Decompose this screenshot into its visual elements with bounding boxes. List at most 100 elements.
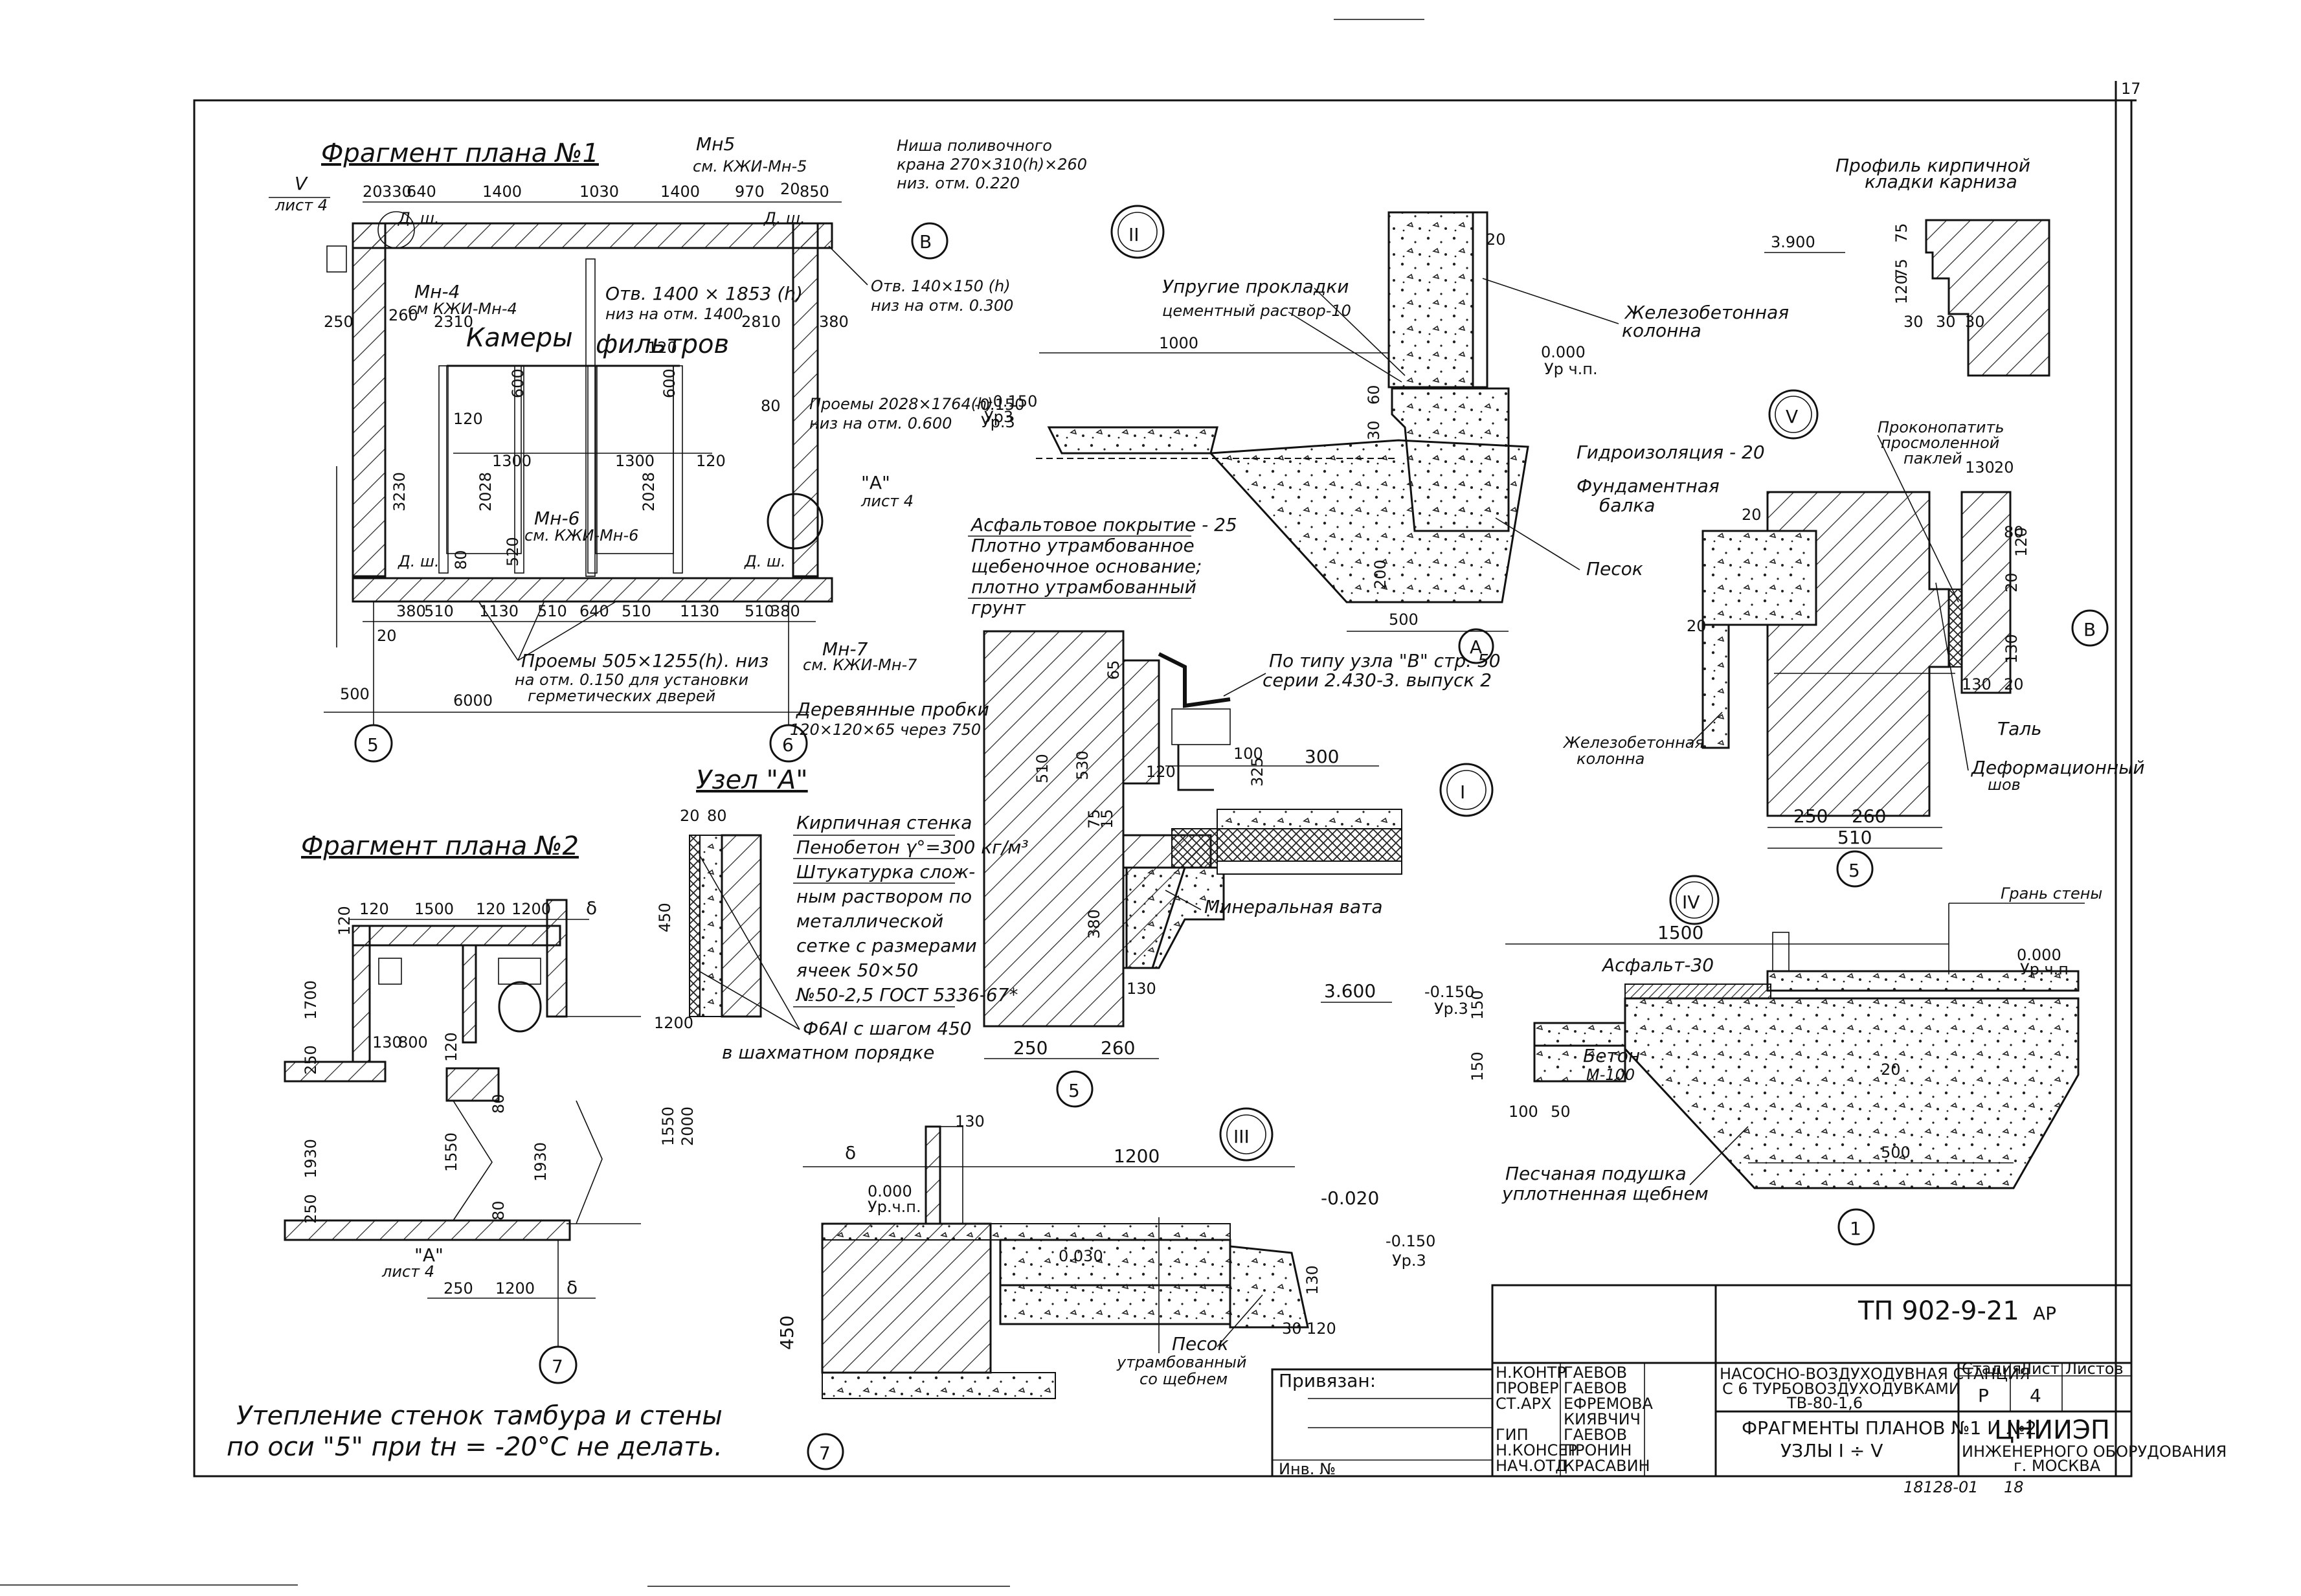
node-4-dim-1500: 1500 [1657, 922, 1703, 943]
plan2-side-8: 1550 [442, 1132, 460, 1172]
stamp-role-3: ГИП [1496, 1426, 1529, 1444]
node-5-col-1: Железобетонная [1562, 734, 1704, 752]
node-5-dim-11: 260 [1852, 805, 1886, 827]
node-5-dim-8: 130 [1962, 675, 1992, 693]
cornice-dim-2: 120 [1892, 275, 1911, 304]
plan2-bot-0: 250 [443, 1279, 473, 1298]
plan1-dim-bot-0: 380 [396, 602, 426, 620]
plan1-dim-mid-0: 120 [453, 410, 483, 428]
cornice-title-2: кладки карниза [1865, 171, 2017, 192]
openings3-line2: низ на отм. 0.600 [809, 414, 952, 433]
node-5-axis-5: 5 [1848, 860, 1860, 881]
plan1-side-11: 80 [761, 397, 781, 415]
mn7-label: Мн-7 [822, 638, 868, 660]
opening1-line1: Отв. 140×150 (h) [871, 277, 1011, 295]
plan2-side-0: 120 [335, 906, 354, 936]
stamp-name-2: ЕФРЕМОВА [1564, 1395, 1654, 1413]
plan2-top-2: 120 [476, 900, 506, 918]
node-2-mark-0000: 0.000 [1541, 343, 1586, 361]
plan1-side-1: 260 [388, 306, 418, 324]
node-4-axis: 1 [1850, 1218, 1861, 1239]
node-4-dim-1: 150 [1468, 1051, 1487, 1081]
node-a-dim-2: 450 [656, 903, 674, 932]
plan2-side-12: 1550 [659, 1107, 677, 1146]
plan2-side-6: 800 [398, 1033, 428, 1051]
plan1-side-10: 600 [660, 368, 679, 398]
node-3-low-2: 130 [1303, 1265, 1321, 1295]
plan1-side-6: 2028 [477, 472, 495, 511]
node-2-column-2: колонна [1622, 320, 1701, 341]
opening1-line2: низ на отм. 0.300 [871, 297, 1013, 315]
node-1-dim-2: 530 [1073, 750, 1092, 780]
plan1-dim-bot-7: 510 [745, 602, 774, 620]
node-2-dim-4: 500 [1389, 611, 1419, 629]
plan2-bot-1: 1200 [495, 1279, 535, 1298]
node-a-layers: Кирпичная стенка Пенобетон γ°=300 кг/м³ … [793, 812, 1029, 1007]
node-2-dim-3: 200 [1371, 559, 1389, 589]
node-5-roman: V [1786, 406, 1798, 427]
node-2-layer-4: грунт [971, 597, 1026, 618]
mn5-ref: см. КЖИ-Мн-5 [693, 157, 807, 175]
node-2-dim-1000: 1000 [1159, 334, 1198, 352]
stamp-suffix: АР [2033, 1303, 2056, 1324]
niche-note-3: низ. отм. 0.220 [897, 174, 1020, 192]
node-a-title: Узел "А" [696, 765, 808, 795]
stamp-org-2: ИНЖЕНЕРНОГО ОБОРУДОВАНИЯ [1962, 1443, 2227, 1461]
node-3-dim-1: δ [845, 1142, 856, 1163]
openings4-line3: герметических дверей [528, 687, 715, 705]
plan1-axis-6: 6 [782, 734, 794, 756]
plan1-dim-top-7: 20 [780, 180, 800, 198]
node-4-mark-ur3: Ур.3 [1434, 1000, 1468, 1018]
plan1-side-4: 380 [819, 313, 849, 331]
stamp-privyazan: Привязан: [1279, 1370, 1376, 1391]
node-4-wall-face: Грань стены [2001, 884, 2102, 903]
plan1-side-2: 2310 [434, 313, 473, 331]
plan2-side-1: 1700 [302, 980, 320, 1020]
stamp-sheet-title-2: УЗЛЫ I ÷ V [1780, 1440, 1883, 1461]
mn6-label: Мн-6 [534, 508, 579, 529]
node-2: II Упругие прокладки цементный раствор-1… [968, 205, 1789, 664]
plan1-overall-0: 500 [340, 685, 370, 703]
plan1-dim-mid-3: 120 [696, 452, 726, 470]
node-1-mark-3600: 3.600 [1324, 980, 1376, 1002]
plan1-dim-bot-8: 380 [770, 602, 800, 620]
node-2-layer-0: Асфальтовое покрытие - 25 [970, 514, 1237, 535]
node-4-concrete-2: М-100 [1586, 1066, 1635, 1084]
sheet-frame: 17 [0, 19, 2141, 1587]
node-a-rebar-2: в шахматном порядке [722, 1042, 934, 1063]
plan1-side-3: 2810 [741, 313, 781, 331]
node-3-mark-0150: -0.150 [1386, 1232, 1435, 1250]
plan1-dim-top-0: 20 [363, 183, 383, 201]
stamp-sheet-title-1: ФРАГМЕНТЫ ПЛАНОВ №1 И №2 [1742, 1417, 2037, 1439]
node-5-def-2: шов [1988, 776, 2021, 794]
node-5-dim-9: 20 [2004, 675, 2024, 693]
plan2-side-9: 80 [489, 1094, 508, 1114]
sheet4-ref-top: лист 4 [275, 196, 328, 214]
stamp-role-4: Н.КОНСЕР [1496, 1441, 1577, 1459]
node-2-axis: А [1470, 636, 1482, 658]
node-2-beam-2: балка [1599, 495, 1655, 516]
niche-note-1: Ниша поливочного [897, 137, 1052, 155]
plan1-dim-top-2: 640 [407, 183, 436, 201]
node-1-ref-1: По типу узла "В" стр. 50 [1269, 650, 1501, 671]
mn7-ref: см. КЖИ-Мн-7 [803, 656, 917, 674]
dsh-top-left: Д. ш. [398, 209, 440, 227]
plan1-mark-0150: -0.150 [974, 396, 1024, 414]
node-1-dim-4: 100 [1233, 745, 1263, 763]
cornice-mark: 3.900 [1771, 233, 1815, 251]
stamp-name-0: ГАЕВОВ [1564, 1364, 1627, 1382]
node-5-axis-b: В [2083, 619, 2096, 640]
node-1-dim-5: 325 [1248, 757, 1266, 787]
plan2-top-0: 120 [359, 900, 389, 918]
node-3-dim-0: 130 [955, 1112, 985, 1130]
cornice-dim-4: 30 [1936, 313, 1956, 331]
node-3: III 130 δ 1200 450 0.000 Ур.ч.п. -0.020 … [776, 1107, 1435, 1470]
node-2-dim-1: 60 [1365, 385, 1383, 405]
plan2-top-4: δ [586, 897, 597, 919]
stamp-name-6: КРАСАВИН [1564, 1457, 1650, 1475]
plan2-side-3: 1930 [302, 1139, 320, 1178]
stamp-project-1: НАСОСНО-ВОЗДУХОДУВНАЯ СТАНЦИЯ [1720, 1365, 2030, 1383]
node-a: Узел "А" 20 80 450 Кирпичная стенка Пено… [656, 765, 1029, 1063]
node-2-roman: II [1128, 224, 1139, 245]
plan2-node-a: "А" [414, 1244, 443, 1266]
